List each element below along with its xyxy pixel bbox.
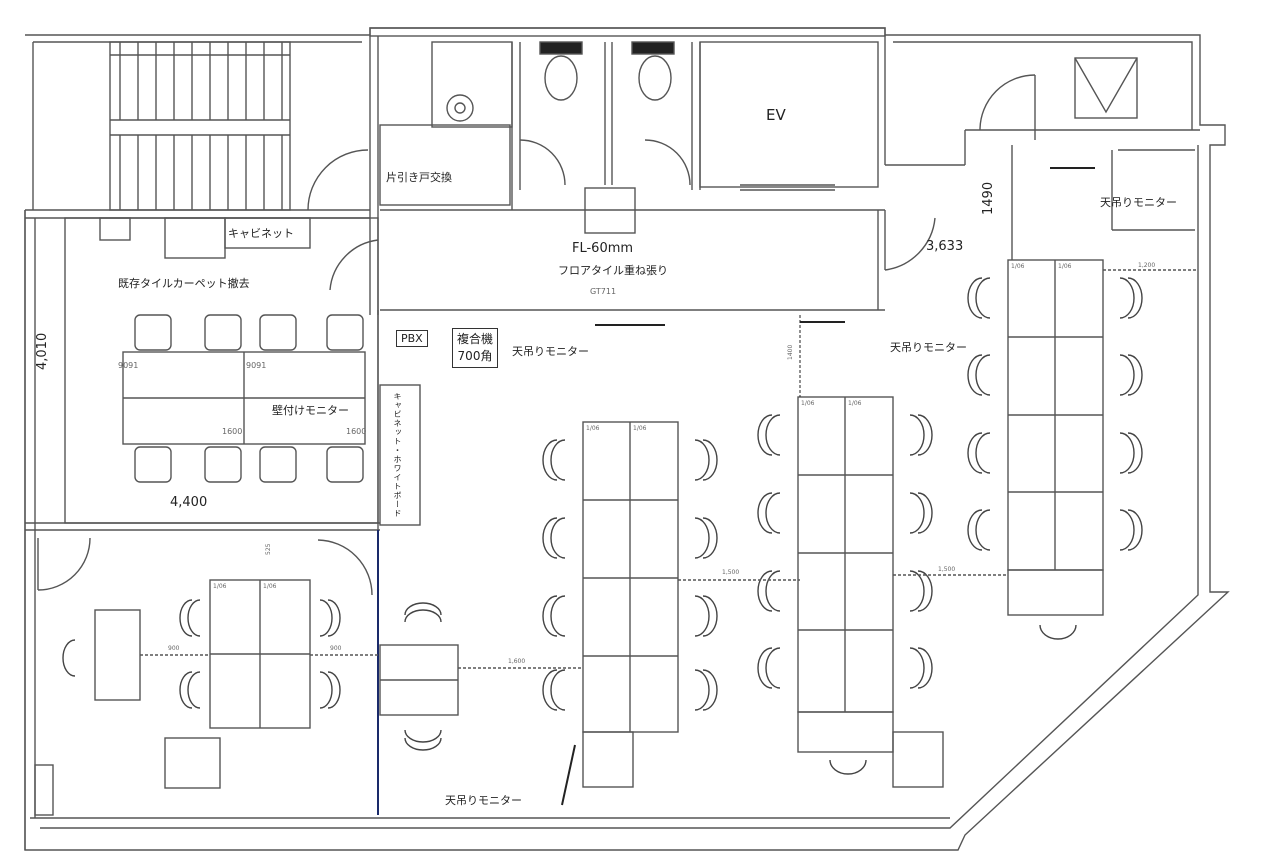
dimension-9091-a: 9091 xyxy=(118,361,139,370)
floor-tile-code: GT711 xyxy=(590,287,617,296)
dimension-3633: 3,633 xyxy=(926,239,964,254)
dimension-1400: 1400 xyxy=(787,344,794,360)
desk-island-3 xyxy=(1007,259,1198,616)
outer-walls xyxy=(24,27,1230,851)
desk-island-2 xyxy=(797,396,1008,788)
chairs xyxy=(62,277,1143,775)
copier-label-line1: 複合機 xyxy=(457,332,494,346)
wall-monitor-label: 壁付けモニター xyxy=(272,404,349,417)
cabinet-whiteboard-label: キャビネット・ホワイトボード xyxy=(393,392,402,518)
dimension-1600-mtg-1: 1600 xyxy=(222,427,243,436)
monitor-symbols xyxy=(561,167,1095,806)
dimension-900-a: 900 xyxy=(168,645,180,652)
dimension-1500-a: 1,500 xyxy=(722,569,740,576)
staircase xyxy=(109,41,291,211)
desk-tag: 1/06 xyxy=(848,400,862,407)
desk-island-1 xyxy=(379,421,800,788)
desk-tag: 1/06 xyxy=(586,425,600,432)
dimension-1600-mtg-2: 1600 xyxy=(346,427,367,436)
ceiling-monitor-label-1: 天吊りモニター xyxy=(512,345,589,358)
ceiling-monitor-label-3: 天吊りモニター xyxy=(1100,196,1177,209)
dimension-1500-b: 1,500 xyxy=(938,566,956,573)
dimension-1200: 1,200 xyxy=(1138,262,1156,269)
copier-label-line2: 700角 xyxy=(457,348,493,363)
desk-tag: 1/06 xyxy=(801,400,815,407)
ceiling-monitor-label-4: 天吊りモニター xyxy=(445,794,522,807)
sliding-door-label: 片引き戸交換 xyxy=(386,171,452,184)
ev-label: EV xyxy=(766,106,786,124)
dimension-4010: 4,010 xyxy=(35,332,50,370)
desk-tag: 1/06 xyxy=(633,425,647,432)
dimension-900-b: 900 xyxy=(330,645,342,652)
dimension-1490: 1490 xyxy=(981,181,996,215)
dimension-1600-a: 1,600 xyxy=(508,658,526,665)
dimension-9091-b: 9091 xyxy=(246,361,267,370)
small-office-room xyxy=(34,530,379,816)
ceiling-monitor-label-2: 天吊りモニター xyxy=(890,341,967,354)
dimension-525: 525 xyxy=(265,543,272,555)
dimension-4400: 4,400 xyxy=(170,495,208,510)
pbx-label: PBX xyxy=(396,330,428,347)
cabinet-label: キャビネット xyxy=(228,227,294,240)
desk-tag: 1/06 xyxy=(1058,263,1072,270)
meeting-room xyxy=(25,217,421,531)
desk-tag: 1/06 xyxy=(213,583,227,590)
carpet-removal-label: 既存タイルカーペット撤去 xyxy=(118,277,250,290)
floor-tile-label: フロアタイル重ね張り xyxy=(558,264,668,277)
desk-tag: 1/06 xyxy=(1011,263,1025,270)
floor-height-label: FL-60mm xyxy=(572,241,634,256)
copier-label: 複合機 700角 xyxy=(452,328,499,368)
desk-tag: 1/06 xyxy=(263,583,277,590)
